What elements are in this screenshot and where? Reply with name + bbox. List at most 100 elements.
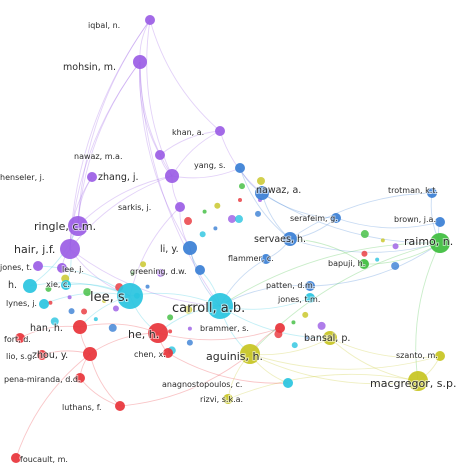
node-minor[interactable] [304,335,309,340]
node-minor[interactable] [257,176,265,185]
node-minor[interactable] [227,214,236,223]
node-brown[interactable] [435,217,445,227]
node-minor[interactable] [67,295,72,300]
node-jones_t[interactable] [305,293,315,303]
node-minor[interactable] [93,317,98,322]
node-lynes[interactable] [39,299,49,309]
node-serafeim[interactable] [331,213,341,223]
node-minor[interactable] [168,329,173,334]
node-minor[interactable] [156,268,165,277]
node-iqbal[interactable] [145,15,155,25]
node-szanto[interactable] [435,351,445,361]
node-patten[interactable] [305,281,315,291]
node-minor[interactable] [184,217,193,226]
node-label-luthans: luthans, f. [62,403,102,412]
node-label-iqbal: iqbal, n. [88,21,120,30]
node-fort[interactable] [15,333,25,343]
node-minor[interactable] [391,261,400,270]
node-minor[interactable] [238,198,242,202]
node-minor[interactable] [302,311,309,318]
node-hcyan[interactable] [23,279,37,293]
node-ringle[interactable] [68,216,88,236]
node-minor[interactable] [361,250,368,257]
node-brammer[interactable] [275,323,285,333]
node-nawaza[interactable] [255,186,269,200]
node-hair[interactable] [60,239,80,259]
node-minor[interactable] [81,308,88,315]
node-henseler[interactable] [87,172,97,182]
node-label-raimo: raimo, n. [404,235,453,248]
node-bansal[interactable] [323,331,337,345]
node-minor[interactable] [291,342,298,349]
node-minor[interactable] [239,183,245,190]
node-khan[interactable] [215,126,225,136]
node-label-khan: khan, a. [172,128,204,137]
node-sarkis[interactable] [175,202,185,212]
node-label-lees: lee, s. [90,290,129,305]
node-minor[interactable] [255,210,261,217]
node-aguinis[interactable] [240,344,260,364]
node-zhouy[interactable] [83,347,97,361]
node-mohsin[interactable] [133,55,147,69]
node-nawazma[interactable] [155,150,165,160]
node-hanh[interactable] [73,320,87,334]
node-zhang[interactable] [165,169,179,183]
node-servaes[interactable] [283,232,297,246]
node-xiec[interactable] [61,280,71,290]
node-minor[interactable] [380,238,385,243]
node-greening[interactable] [195,265,205,275]
node-minor[interactable] [317,321,326,330]
node-macgregor[interactable] [408,371,428,391]
node-label-macgregor: macgregor, s.p. [370,377,456,390]
node-label-patten: patten, d.m. [266,281,315,290]
node-liy[interactable] [183,241,197,255]
node-minor[interactable] [184,305,193,314]
node-minor[interactable] [360,230,369,239]
node-liosg[interactable] [37,350,47,360]
node-carroll[interactable] [207,293,233,319]
link-layer [15,19,441,459]
node-jones_p[interactable] [33,261,43,271]
node-minor[interactable] [68,308,75,315]
node-minor[interactable] [186,339,193,346]
node-anagnost[interactable] [283,378,293,388]
node-minor[interactable] [187,326,192,331]
node-minor[interactable] [130,271,135,276]
node-minor[interactable] [140,261,147,268]
node-chenx[interactable] [163,348,173,358]
node-minor[interactable] [199,231,206,238]
node-bapuji[interactable] [359,259,369,269]
node-trotman[interactable] [427,188,437,198]
node-minor[interactable] [48,300,53,305]
node-minor[interactable] [145,284,150,289]
node-minor[interactable] [392,243,399,250]
node-flammer[interactable] [261,254,271,264]
node-minor[interactable] [45,285,52,292]
node-minor[interactable] [50,317,59,326]
node-foucault[interactable] [11,453,21,463]
node-label-brammer: brammer, s. [200,324,249,333]
node-minor[interactable] [108,323,117,332]
node-minor[interactable] [202,209,207,214]
node-heh[interactable] [148,323,168,343]
node-rizvi[interactable] [223,394,233,404]
node-pena[interactable] [75,373,85,383]
node-minor[interactable] [291,320,296,325]
node-minor[interactable] [83,288,92,297]
node-minor[interactable] [102,298,107,303]
node-yang[interactable] [235,163,245,173]
node-lij[interactable] [57,263,67,273]
node-luthans[interactable] [115,401,125,411]
node-minor[interactable] [235,215,243,224]
link-hair-carroll [69,248,221,307]
node-minor[interactable] [214,202,221,209]
node-minor[interactable] [375,257,380,262]
node-minor[interactable] [112,305,119,312]
node-lees[interactable] [117,283,143,309]
node-label-greening: greening, d.w. [130,267,187,276]
node-raimo[interactable] [430,233,450,253]
node-minor[interactable] [213,226,218,231]
node-minor[interactable] [167,314,174,321]
